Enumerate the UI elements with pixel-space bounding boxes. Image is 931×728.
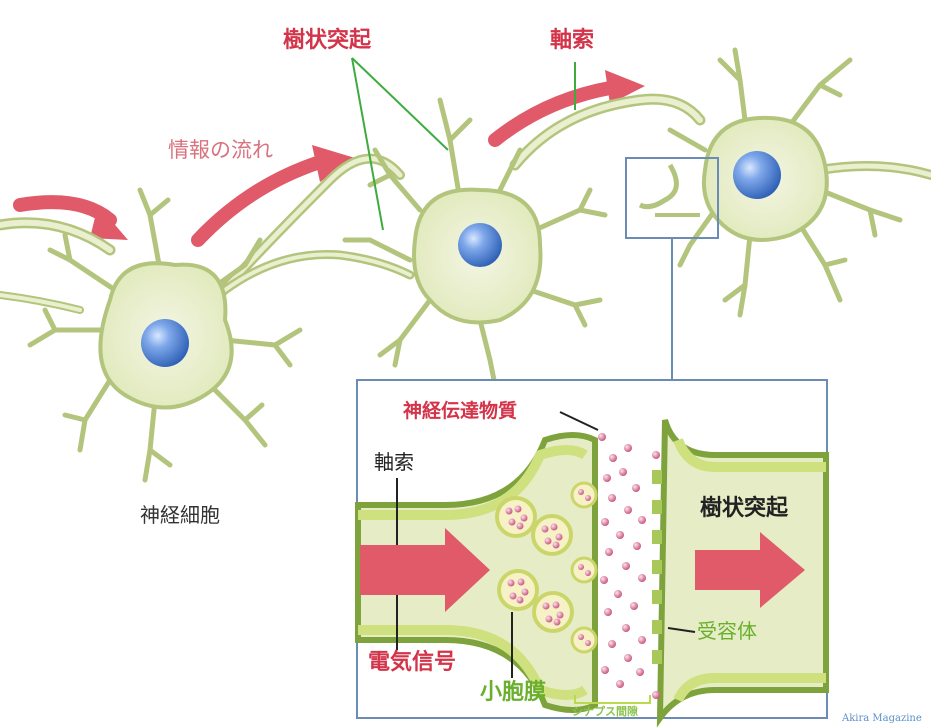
watermark: Akira Magazine [842, 714, 922, 724]
nucleus-icon [141, 319, 189, 367]
label-dendrite-top: 樹状突起 [283, 30, 371, 52]
nucleus-icon [733, 151, 781, 199]
label-axon-inset: 軸索 [374, 452, 414, 472]
label-receptor: 受容体 [697, 621, 757, 641]
label-vesicle: 小胞膜 [480, 682, 546, 704]
neuron-cell-2 [345, 100, 605, 385]
label-electric-signal: 電気信号 [368, 652, 456, 674]
label-dendrite-inset: 樹状突起 [700, 498, 788, 520]
flow-arrow-2 [198, 162, 320, 240]
label-axon-top: 軸索 [550, 30, 594, 52]
label-info-flow: 情報の流れ [168, 140, 273, 161]
neuron-cell-3 [670, 50, 900, 315]
nucleus-icon [458, 223, 502, 267]
label-neuron: 神経細胞 [140, 505, 220, 525]
label-neurotransmitter: 神経伝達物質 [403, 402, 517, 421]
label-synaptic-cleft: シナプス間隙 [572, 706, 638, 717]
flow-arrows [20, 70, 645, 240]
